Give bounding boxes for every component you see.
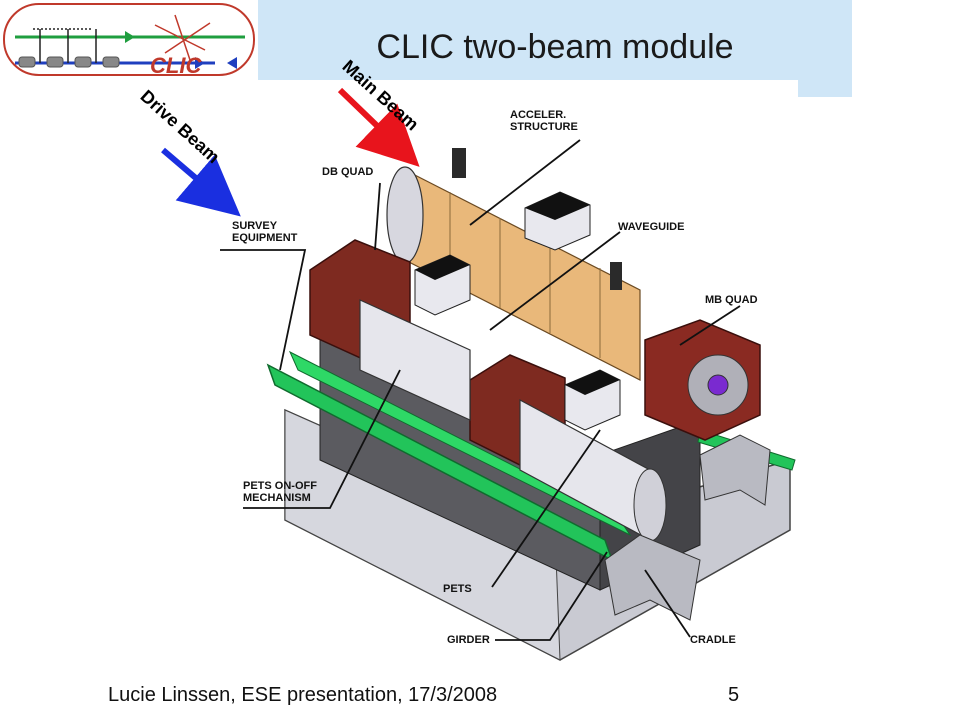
callout-waveguide: WAVEGUIDE [618, 221, 685, 233]
page-title: CLIC two-beam module [376, 28, 734, 66]
callout-db-quad: DB QUAD [322, 166, 374, 178]
cradle [604, 534, 701, 621]
pets-tank-1 [359, 299, 471, 421]
callout-cradle: CRADLE [690, 634, 736, 646]
drive-beam-arrow [161, 147, 241, 217]
callout-pets: PETS [443, 583, 472, 595]
callout-survey-equipment: SURVEY EQUIPMENT [232, 220, 298, 244]
main-beam-arrow [337, 87, 420, 167]
callout-girder: GIRDER [447, 634, 490, 646]
footer-author: Lucie Linssen, ESE presentation, 17/3/20… [108, 684, 498, 706]
logo-text: CLIC [150, 53, 202, 74]
title-bar-notch [258, 80, 798, 97]
callout-mb-quad: MB QUAD [705, 294, 758, 306]
clic-logo: CLIC [3, 3, 255, 78]
page-number: 5 [728, 684, 740, 706]
callout-acceler-structure: ACCELER. STRUCTURE [510, 109, 578, 133]
callout-pets-on-off: PETS ON-OFF MECHANISM [243, 480, 317, 504]
clic-logo-graphic: CLIC [15, 14, 245, 78]
